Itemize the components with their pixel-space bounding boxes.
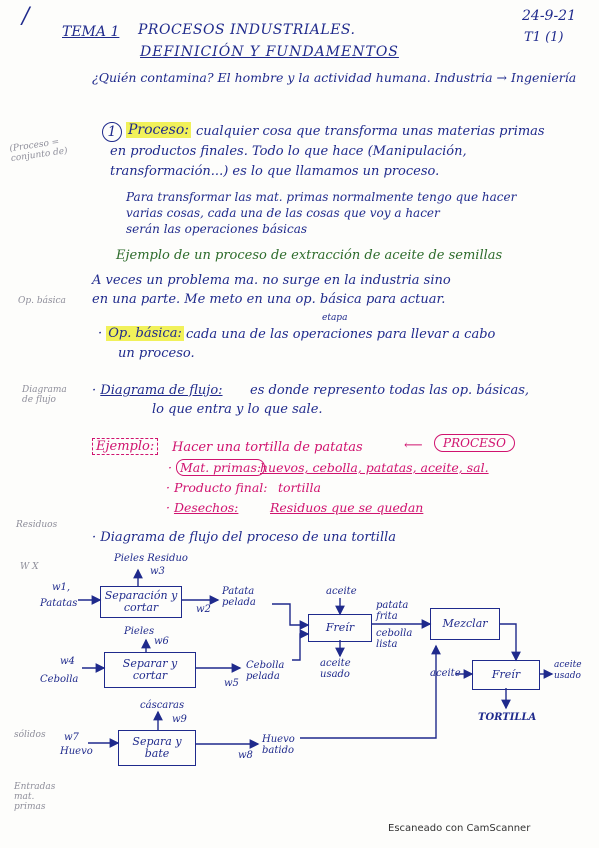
proceso-number: 1: [102, 122, 122, 142]
proceso-term-highlight: Proceso:: [126, 122, 191, 138]
proceso-box-line-3: serán las operaciones básicas: [126, 222, 308, 236]
op-basica-superscript: etapa: [322, 313, 348, 323]
scanner-footer: Escaneado con CamScanner: [388, 823, 531, 834]
label-patatas: Patatas: [40, 598, 78, 609]
box-separa-bate: Separa y bate: [118, 730, 196, 766]
diagram-title-text: Diagrama de flujo del proceso de una tor…: [100, 530, 397, 545]
page-reference: T1 (1): [524, 30, 564, 45]
label-w8: w8: [238, 750, 253, 761]
label-aceite-usado-2: aceite usado: [554, 660, 582, 681]
label-w6: w6: [154, 636, 169, 647]
ejemplo-label: Ejemplo:: [92, 438, 159, 455]
label-w3: w3: [150, 566, 165, 577]
label-pieles-residuo: Pieles Residuo: [114, 553, 188, 564]
margin-note-diagrama: Diagrama de flujo: [22, 385, 67, 405]
proceso-box-line-2: varias cosas, cada una de las cosas que …: [126, 206, 440, 220]
ejemplo-line-1: Hacer una tortilla de patatas: [172, 440, 363, 455]
proceso-line-1: cualquier cosa que transforma unas mater…: [196, 124, 545, 139]
op-basica-line-1: cada una de las operaciones para llevar …: [186, 327, 496, 342]
box-mezclar: Mezclar: [430, 608, 500, 640]
box-freir-2: Freír: [472, 660, 540, 690]
question-line: ¿Quién contamina? El hombre y la activid…: [92, 70, 577, 85]
label-patata-pelada: Patata pelada: [222, 586, 256, 608]
example-text-line-1: A veces un problema ma. no surge en la i…: [92, 273, 451, 288]
corner-mark: /: [22, 4, 30, 29]
producto-final-value: tortilla: [278, 480, 321, 495]
diagrama-term: · Diagrama de flujo:: [92, 383, 223, 398]
example-heading: Ejemplo de un proceso de extracción de a…: [116, 248, 503, 263]
label-aceite-in-2: aceite: [430, 668, 461, 679]
op-basica-line-2: un proceso.: [118, 346, 195, 361]
date: 24-9-21: [522, 8, 576, 24]
desechos-value: Residuos que se quedan: [270, 500, 424, 515]
label-aceite-in-1: aceite: [326, 586, 357, 597]
margin-note-entradas: Entradas mat. primas: [14, 782, 56, 812]
title-line-2: DEFINICIÓN Y FUNDAMENTOS: [140, 44, 399, 60]
label-w7: w7: [64, 732, 79, 743]
label-cebolla: Cebolla: [40, 674, 79, 685]
ejemplo-arrow: ⟵: [404, 438, 423, 453]
proceso-tag: PROCESO: [434, 434, 515, 452]
proceso-line-3: transformación...) es lo que llamamos un…: [110, 164, 440, 179]
label-huevo-batido: Huevo batido: [262, 734, 295, 756]
margin-note-op: Op. básica: [18, 296, 66, 306]
label-patata-frita: patata frita: [376, 600, 409, 622]
label-aceite-usado-1: aceite usado: [320, 658, 351, 680]
label-cebolla-pelada: Cebolla pelada: [246, 660, 285, 682]
producto-final-term: Producto final:: [173, 480, 268, 495]
margin-note-solidos: sólidos: [14, 730, 46, 740]
label-w2: w2: [196, 604, 211, 615]
box-freir-1: Freír: [308, 614, 372, 642]
desechos-label: · Desechos:: [166, 500, 239, 515]
mat-primas-value: huevos, cebolla, patatas, aceite, sal.: [260, 460, 489, 475]
proceso-term: Proceso:: [126, 122, 191, 138]
mat-primas-term: Mat. primas:: [175, 459, 266, 476]
label-w5: w5: [224, 678, 239, 689]
label-huevo: Huevo: [60, 746, 93, 757]
label-cascaras: cáscaras: [140, 700, 185, 711]
op-basica-term: · Op. básica:: [98, 326, 184, 341]
tema-label: TEMA 1: [62, 24, 120, 40]
diagrama-term-text: Diagrama de flujo:: [100, 383, 223, 398]
margin-note-residuos: Residuos: [16, 520, 58, 530]
proceso-box-line-1: Para transformar las mat. primas normalm…: [126, 190, 517, 204]
proceso-line-2: en productos finales. Todo lo que hace (…: [110, 144, 467, 159]
margin-note-w: W X: [20, 562, 39, 572]
desechos-term: Desechos:: [173, 500, 239, 515]
op-basica-term-highlight: Op. básica:: [106, 326, 184, 341]
label-tortilla: TORTILLA: [478, 712, 537, 723]
diagrama-line-2: lo que entra y lo que sale.: [152, 402, 323, 417]
mat-primas-label: · Mat. primas:: [168, 459, 266, 476]
box-separacion-cortar: Separación y cortar: [100, 586, 182, 618]
label-w9: w9: [172, 714, 187, 725]
label-w1: w1,: [52, 582, 71, 593]
label-pieles: Pieles: [124, 626, 155, 637]
example-text-line-2: en una parte. Me meto en una op. básica …: [92, 292, 446, 307]
box-separar-cortar: Separar y cortar: [104, 652, 196, 688]
label-w4: w4: [60, 656, 75, 667]
title-line-1: PROCESOS INDUSTRIALES.: [138, 22, 356, 38]
diagrama-line-1: es donde represento todas las op. básica…: [250, 383, 530, 398]
producto-final-label: · Producto final:: [166, 480, 268, 495]
diagram-title: · Diagrama de flujo del proceso de una t…: [92, 530, 397, 545]
label-cebolla-lista: cebolla lista: [376, 628, 413, 650]
